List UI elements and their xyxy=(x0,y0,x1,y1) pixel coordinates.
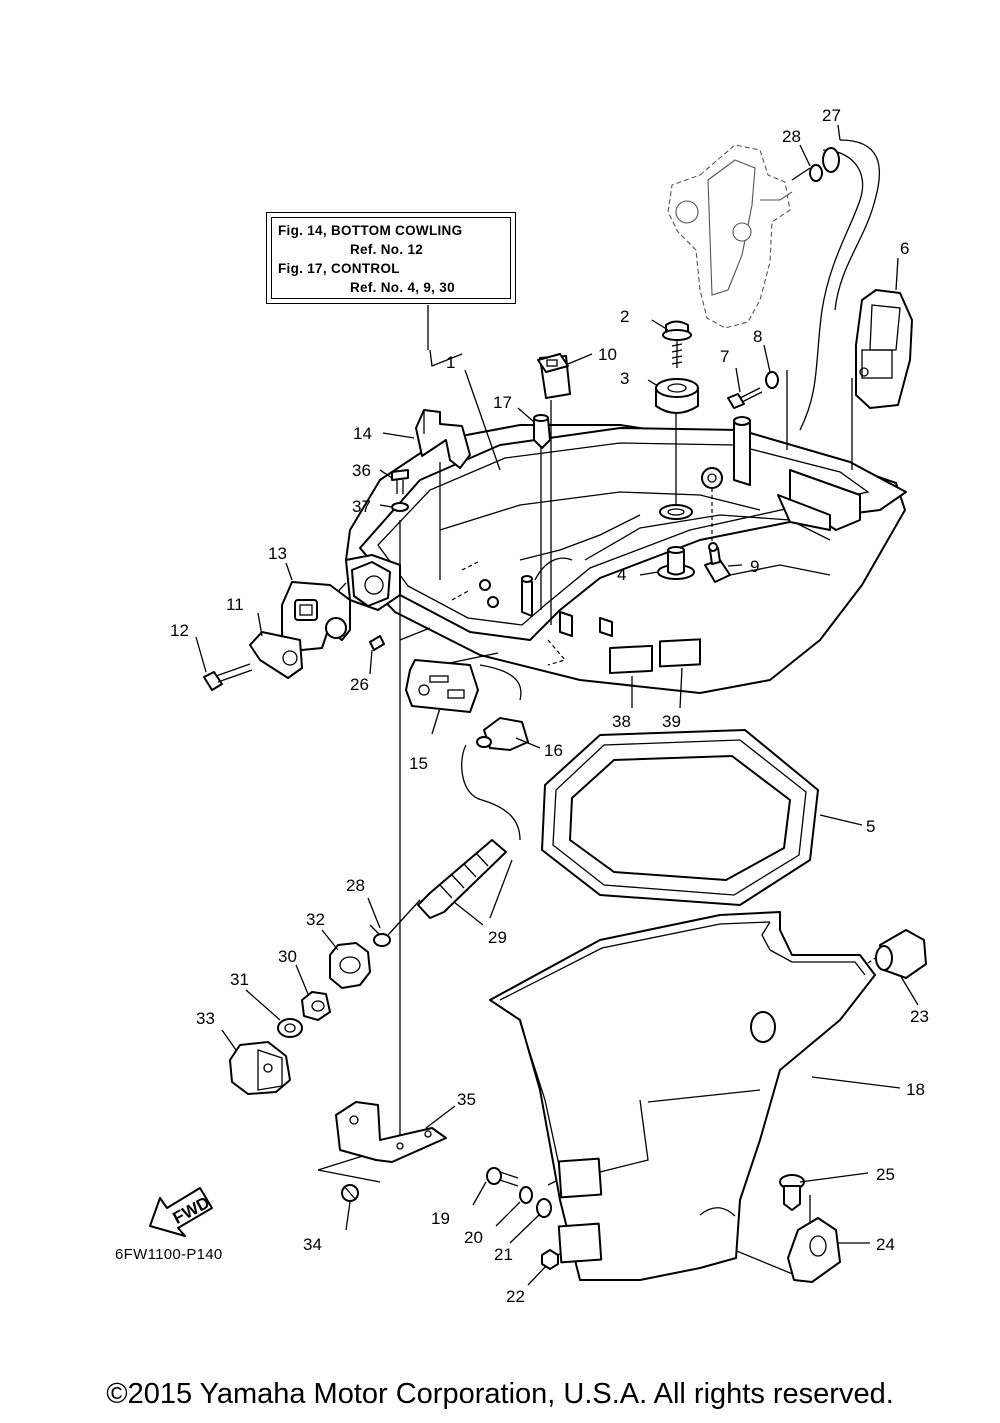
part-32-nut xyxy=(329,942,371,989)
part-26-seal xyxy=(369,635,385,651)
ref-line-3: Fig. 17, CONTROL xyxy=(278,261,400,276)
part-17-nipple xyxy=(533,414,551,449)
part-7-bolt xyxy=(727,387,763,409)
part-25-rivet xyxy=(779,1174,805,1211)
callout-6: 6 xyxy=(900,239,909,258)
part-12-bolt xyxy=(203,663,253,691)
part-22-nut xyxy=(541,1249,559,1270)
part-29-cable xyxy=(417,839,507,919)
callout-21: 21 xyxy=(494,1245,513,1264)
callout-28-top: 28 xyxy=(782,127,801,146)
callout-28-lower: 28 xyxy=(346,876,365,895)
callout-11: 11 xyxy=(226,595,244,614)
ref-box-leader xyxy=(427,305,501,471)
callout-5: 5 xyxy=(866,817,875,836)
part-16-plug xyxy=(476,717,529,751)
callout-35: 35 xyxy=(457,1090,476,1109)
part-6-bracket xyxy=(855,289,913,409)
callout-numbers: 1 2 3 4 5 6 7 8 9 10 11 12 13 14 15 16 1… xyxy=(170,106,929,1306)
part-10-cap xyxy=(537,353,571,399)
engine-block-outline xyxy=(667,144,793,329)
callout-20: 20 xyxy=(464,1228,483,1247)
callout-leaders xyxy=(195,124,919,1286)
callout-25: 25 xyxy=(876,1165,895,1184)
part-4-collar xyxy=(657,546,695,580)
part-35-bracket xyxy=(335,1101,447,1163)
callout-19: 19 xyxy=(431,1209,450,1228)
part-30-plug xyxy=(301,991,331,1021)
part-5-gasket xyxy=(541,729,819,906)
callout-30: 30 xyxy=(278,947,297,966)
reference-box: Fig. 14, BOTTOM COWLING Ref. No. 12 Fig.… xyxy=(266,212,516,304)
ref-line-2: Ref. No. 12 xyxy=(350,242,424,257)
part-8-washer xyxy=(765,371,779,389)
callout-29: 29 xyxy=(488,928,507,947)
callout-10: 10 xyxy=(598,345,617,364)
ref-line-4: Ref. No. 4, 9, 30 xyxy=(350,280,455,295)
callout-38: 38 xyxy=(612,712,631,731)
callout-32: 32 xyxy=(306,910,325,929)
callout-15: 15 xyxy=(409,754,428,773)
part-34-screw xyxy=(341,1184,359,1202)
part-18-apron xyxy=(489,911,876,1281)
part-21-washer xyxy=(536,1198,552,1218)
part-28-clip-top xyxy=(791,164,823,182)
callout-13: 13 xyxy=(268,544,287,563)
callout-23: 23 xyxy=(910,1007,929,1026)
part-15-panel xyxy=(405,659,479,713)
callout-12: 12 xyxy=(170,621,189,640)
fwd-arrow-icon: FWD xyxy=(149,1187,213,1237)
callout-14: 14 xyxy=(353,424,372,443)
callout-34: 34 xyxy=(303,1235,322,1254)
ref-line-1: Fig. 14, BOTTOM COWLING xyxy=(278,223,463,238)
callout-4: 4 xyxy=(617,565,626,584)
part-24-bracket xyxy=(787,1217,841,1283)
reference-box-inner: Fig. 14, BOTTOM COWLING Ref. No. 12 Fig.… xyxy=(271,217,511,299)
callout-22: 22 xyxy=(506,1287,525,1306)
part-28-clip-lower xyxy=(369,924,391,947)
part-11-plate xyxy=(249,631,303,679)
drawing-code: 6FW1100-P140 xyxy=(115,1246,223,1263)
callout-7: 7 xyxy=(720,347,729,366)
callout-36: 36 xyxy=(352,461,371,480)
callout-3: 3 xyxy=(620,369,629,388)
part-14-bracket xyxy=(415,409,471,469)
part-31-washer xyxy=(277,1018,303,1038)
callout-33: 33 xyxy=(196,1009,215,1028)
part-2-bolt xyxy=(662,320,692,368)
part-3-grommet xyxy=(655,378,699,414)
callout-24: 24 xyxy=(876,1235,895,1254)
callout-39: 39 xyxy=(662,712,681,731)
part-20-washer xyxy=(519,1186,533,1204)
callout-16: 16 xyxy=(544,741,563,760)
callout-17: 17 xyxy=(493,393,512,412)
part-33-holder xyxy=(229,1041,291,1095)
callout-1: 1 xyxy=(446,353,455,372)
bottom-cowling xyxy=(345,416,907,694)
part-27-hose xyxy=(822,147,840,173)
callout-8: 8 xyxy=(753,327,762,346)
copyright-notice: ©2015 Yamaha Motor Corporation, U.S.A. A… xyxy=(106,1378,894,1410)
part-19-bolt xyxy=(486,1167,519,1187)
callout-31: 31 xyxy=(230,970,249,989)
callout-27: 27 xyxy=(822,106,841,125)
part-9-clip xyxy=(704,542,731,583)
callout-2: 2 xyxy=(620,307,629,326)
part-23-grommet xyxy=(875,929,927,979)
callout-26: 26 xyxy=(350,675,369,694)
part-37-washer xyxy=(391,502,409,512)
callout-18: 18 xyxy=(906,1080,925,1099)
callout-9: 9 xyxy=(750,557,759,576)
callout-37: 37 xyxy=(352,497,371,516)
